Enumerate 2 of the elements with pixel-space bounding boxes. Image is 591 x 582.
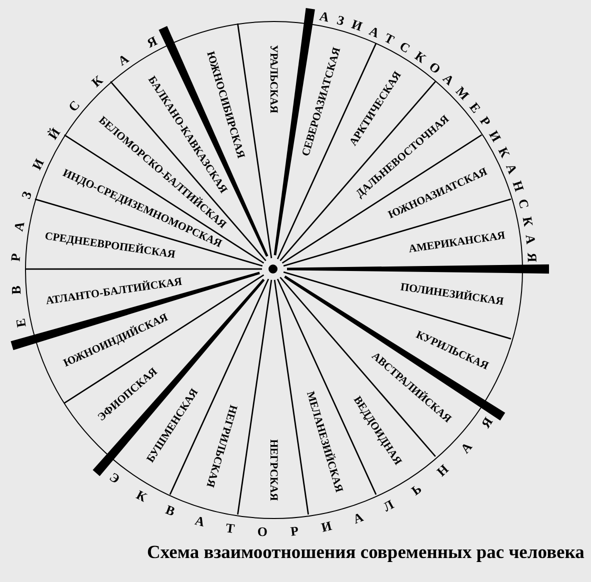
sector-label: УРАЛЬСКАЯ xyxy=(268,45,279,114)
caption: Схема взаимоотношения современных рас человека xyxy=(147,543,584,564)
